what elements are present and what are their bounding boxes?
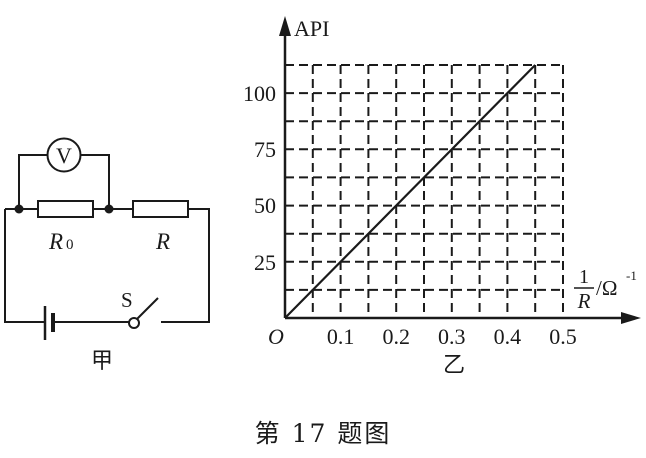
x-axis-arrow-icon — [621, 312, 641, 324]
x-axis-label-numerator: 1 — [579, 266, 589, 288]
circuit-diagram — [4, 137, 210, 340]
y-axis-label: API — [294, 16, 329, 41]
wire-right — [161, 208, 210, 323]
data-line-series — [284, 64, 536, 319]
x-axis-unit: /Ω — [596, 276, 617, 300]
origin-label: O — [268, 324, 284, 349]
resistor-r-icon — [132, 200, 189, 218]
resistor-r0-label: R — [48, 229, 63, 254]
junction-dot — [104, 204, 114, 214]
resistor-r0-subscript: 0 — [66, 237, 74, 253]
x-tick-label: 0.1 — [327, 324, 355, 349]
voltmeter-wire-left — [18, 154, 48, 209]
voltmeter-symbol: V — [56, 143, 72, 168]
chart-axes — [283, 30, 626, 320]
y-tick-label: 75 — [254, 137, 276, 162]
y-tick-label: 25 — [254, 250, 276, 275]
chart-grid — [285, 64, 564, 318]
wire-left — [4, 209, 45, 323]
y-tick-label: 50 — [254, 193, 276, 218]
junction-dot — [14, 204, 24, 214]
y-tick-label: 100 — [243, 81, 276, 106]
x-tick-label: 0.3 — [438, 324, 466, 349]
resistor-r-label: R — [155, 229, 170, 254]
voltmeter-wire-right — [81, 154, 110, 209]
switch-lever-icon — [136, 297, 159, 320]
graph-caption: 乙 — [443, 352, 465, 377]
x-axis-label-denominator: R — [577, 289, 591, 313]
voltmeter-icon — [46, 137, 82, 173]
figure-caption: 第 17 题图 — [254, 419, 392, 448]
switch-pivot-icon — [128, 317, 140, 329]
x-tick-label: 0.5 — [549, 324, 577, 349]
switch-label: S — [121, 288, 133, 312]
circuit-caption: 甲 — [91, 348, 113, 373]
x-tick-label: 0.4 — [494, 324, 522, 349]
x-axis-unit-exponent: -1 — [626, 268, 637, 283]
y-axis-arrow-icon — [279, 16, 291, 36]
x-tick-label: 0.2 — [382, 324, 410, 349]
resistor-r0-icon — [37, 200, 94, 218]
